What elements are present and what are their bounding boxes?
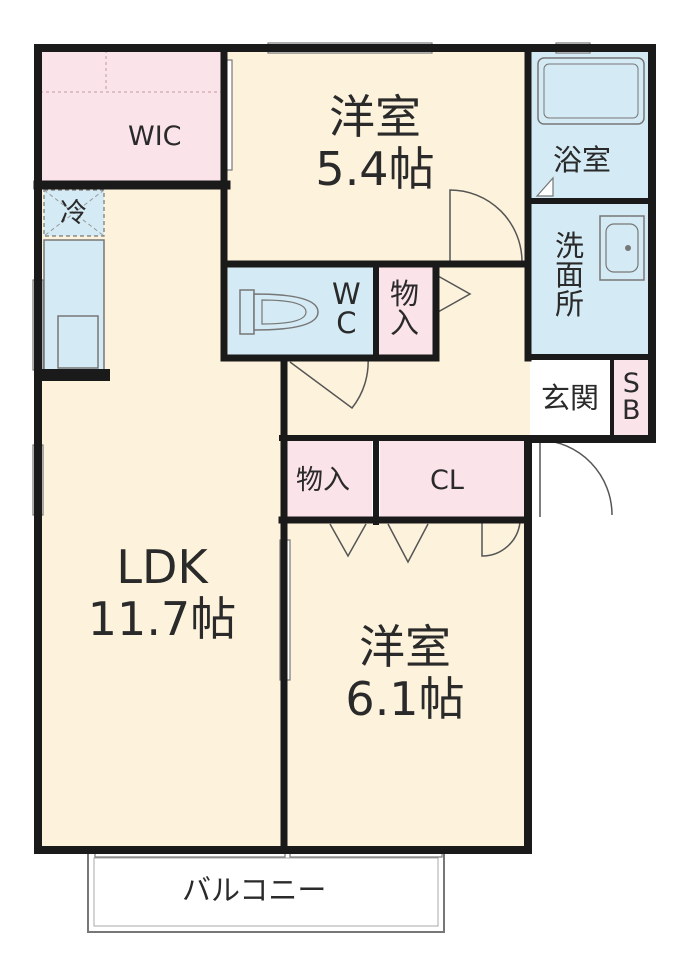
wc-char-1: W [332,277,361,311]
wic-label: WIC [128,121,182,152]
wc-label: W C [332,280,361,338]
shoebox-char-2: B [622,395,641,426]
western1-size: 5.4帖 [315,141,435,196]
bath-label: 浴室 [553,143,612,177]
ldk-label: LDK 11.7帖 [62,540,262,646]
western2-name: 洋室 [359,620,451,674]
storage1-char-1: 物 [390,277,420,311]
storage2-floor [282,440,372,520]
washroom-label: 洗 面 所 [555,232,584,319]
western1-label: 洋室 5.4帖 [300,90,450,196]
shoebox-char-1: S [622,368,640,399]
western2-label: 洋室 6.1帖 [330,620,480,726]
storage2-label: 物入 [296,465,350,496]
western2-size: 6.1帖 [345,671,465,726]
bathtub-icon [537,57,645,125]
western1-name: 洋室 [329,90,421,144]
closet-label: CL [430,465,464,496]
balcony-label: バルコニー [182,873,327,907]
toilet-icon [239,289,319,335]
wic-floor [40,50,222,185]
kitchen-counter [43,239,105,373]
western1-floor [222,50,528,265]
entrance-label: 玄関 [541,381,600,415]
balcony-area [87,851,445,933]
fridge-label: 冷 [60,198,87,229]
washroom-char-3: 所 [555,287,585,321]
ldk-size: 11.7帖 [87,591,237,646]
shoebox-floor [612,357,650,437]
wc-char-2: C [336,306,357,340]
washroom-char-2: 面 [555,258,585,292]
storage1-label: 物 入 [390,280,419,338]
ldk-name: LDK [116,540,208,594]
walls [33,44,656,854]
storage1-floor [376,265,436,357]
western2-floor [282,520,528,850]
storage1-char-2: 入 [390,306,420,340]
closet-floor [380,440,528,520]
entrance-floor [530,357,612,437]
washroom-char-1: 洗 [555,229,585,263]
shoebox-label: S B [622,370,641,424]
